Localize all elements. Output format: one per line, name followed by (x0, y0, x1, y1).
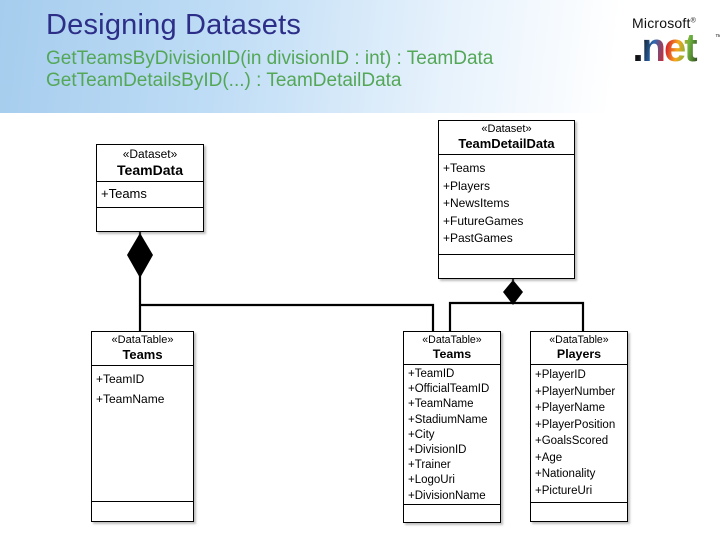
attribute-item: +TeamID (408, 368, 455, 380)
attribute-item: +GoalsScored (535, 435, 609, 447)
attribute-item: +OfficialTeamID (408, 383, 490, 396)
header-band (0, 0, 720, 113)
attribute-list: +TeamID +TeamName (92, 366, 193, 501)
dotnet-wordmark: .net (612, 28, 716, 68)
attribute-item: +Teams (101, 186, 147, 201)
attribute-item: +Nationality (535, 468, 596, 480)
class-footer (439, 254, 574, 278)
class-header: «DataTable» Players (531, 332, 627, 365)
attribute-item: +Trainer (408, 459, 451, 472)
stereotype-label: «DataTable» (549, 334, 609, 346)
composition-diamond-icon (127, 233, 153, 278)
attribute-item: +FutureGames (443, 213, 524, 228)
page-title: Designing Datasets (46, 9, 302, 41)
stereotype-label: «Dataset» (122, 147, 178, 161)
attribute-list: +TeamID +OfficialTeamID +TeamName +StadiumN… (404, 365, 500, 504)
attribute-item: +PlayerID (535, 369, 586, 381)
class-box-teams-small: «DataTable» Teams +TeamID +TeamName (91, 331, 194, 522)
composition-diamond-icon (503, 280, 523, 305)
attribute-item: +Players (443, 178, 491, 193)
class-box-teamdetaildata: «Dataset» TeamDetailData +Teams+Players+… (438, 120, 575, 279)
stereotype-label: «DataTable» (422, 334, 482, 346)
stereotype-label: «DataTable» (111, 334, 174, 346)
attribute-list: +Teams (97, 182, 203, 207)
class-name: Players (556, 347, 602, 361)
class-footer (92, 501, 193, 521)
attribute-item: +NewsItems (443, 196, 510, 210)
attribute-item: +PlayerNumber (535, 385, 616, 398)
attribute-item: +Teams (443, 161, 486, 175)
attribute-item: +PastGames (443, 231, 513, 245)
stereotype-label: «Dataset» (481, 123, 532, 135)
attribute-item: +PlayerPosition (535, 418, 616, 431)
attribute-item: +Age (535, 451, 563, 464)
class-footer (531, 502, 627, 521)
trademark-symbol: ™ (715, 34, 720, 41)
connector-teamdata-teams-large (140, 303, 435, 332)
attribute-list: +PlayerID +PlayerNumber +PlayerName +Player… (531, 365, 627, 502)
class-header: «DataTable» Teams (92, 332, 193, 366)
attribute-item: +StadiumName (408, 413, 488, 426)
class-box-teams-large: «DataTable» Teams +TeamID +OfficialTeamID… (403, 331, 501, 523)
class-header: «DataTable» Teams (404, 332, 500, 365)
class-footer (97, 207, 203, 231)
class-box-players: «DataTable» Players +PlayerID +PlayerNumb… (530, 331, 628, 522)
class-box-teamdata: «Dataset» TeamData +Teams (96, 144, 204, 232)
subtitle-line-2: GetTeamDetailsByID(...) : TeamDetailData (46, 70, 402, 91)
attribute-item: +LogoUri (408, 474, 455, 487)
class-name: Teams (122, 347, 163, 362)
subtitle-line-1: GetTeamsByDivisionID(in divisionID : int… (46, 48, 494, 69)
attribute-item: +DivisionName (408, 489, 486, 502)
attribute-item: +PlayerName (535, 402, 605, 414)
connector-teamdetaildata-bracket (448, 301, 585, 332)
attribute-list: +Teams +Players +NewsItems +FutureGames +Pas… (439, 155, 574, 254)
attribute-item: +DivisionID (408, 444, 467, 457)
class-header: «Dataset» TeamDetailData (439, 121, 574, 155)
class-footer (404, 504, 500, 522)
class-name: TeamDetailData (458, 136, 555, 151)
attribute-item: +TeamName (96, 391, 165, 406)
attribute-item: +PictureUri (535, 484, 593, 497)
microsoft-wordmark: Microsoft® (632, 15, 696, 31)
attribute-item: +City (408, 428, 435, 441)
attribute-item: +TeamName (408, 398, 474, 411)
attribute-item: +TeamID (96, 372, 145, 386)
class-name: Teams (432, 347, 472, 361)
microsoft-dotnet-logo: Microsoft® .net ™ (612, 15, 720, 68)
class-name: TeamData (116, 162, 184, 178)
class-header: «Dataset» TeamData (97, 145, 203, 182)
